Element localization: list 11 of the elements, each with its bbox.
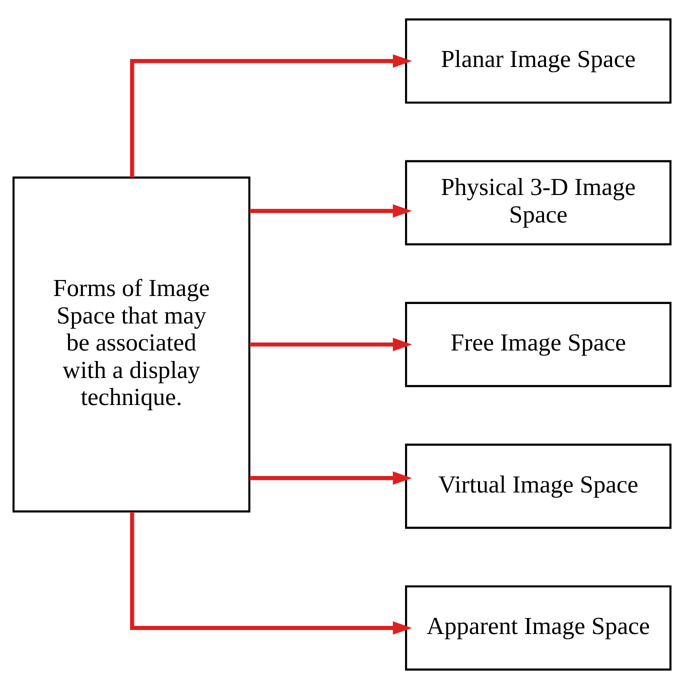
node-box: Physical 3-D Image Space	[405, 160, 672, 245]
arrow	[250, 204, 412, 218]
arrow	[250, 337, 412, 351]
node-box: Forms of Image Space that may be associated with a display technique.	[12, 176, 250, 512]
node-box: Apparent Image Space	[405, 584, 672, 670]
arrow	[130, 511, 412, 634]
node-box: Free Image Space	[405, 301, 672, 387]
node-box: Virtual Image Space	[405, 443, 672, 528]
arrow	[250, 470, 412, 484]
node-box: Planar Image Space	[405, 18, 672, 104]
arrow	[130, 54, 412, 177]
